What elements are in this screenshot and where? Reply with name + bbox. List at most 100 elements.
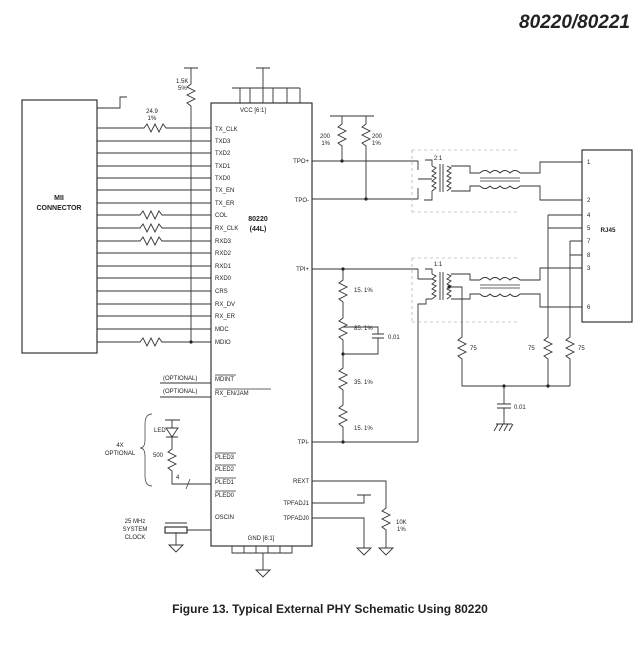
rx-primary-leads <box>417 269 427 442</box>
pin-label: RXD1 <box>215 264 232 270</box>
mii-connector-box <box>21 99 98 354</box>
pin-label: TX_CLK <box>215 127 238 133</box>
pin-label: PLED1 <box>215 480 235 486</box>
pin-label: PLED0 <box>215 493 235 499</box>
rx-xfmr-ratio: 1:1 <box>434 262 443 268</box>
bus-slash <box>185 478 191 490</box>
rj45-pin: 1 <box>587 160 591 166</box>
phy-chip-box <box>210 102 313 547</box>
vcc-bus <box>232 87 301 103</box>
optional-lines <box>160 382 211 398</box>
tx-to-rj45-wires <box>520 161 582 201</box>
col-resistor-line <box>97 209 211 221</box>
txclk-resistor-line <box>97 122 211 134</box>
tx-secondary-wire <box>451 165 480 192</box>
rext-resistor <box>312 480 392 548</box>
rj45-pin: 5 <box>587 226 591 232</box>
gnd-symbol-chip <box>254 569 272 578</box>
chip-name: 80220 <box>248 216 268 223</box>
tpo-lines <box>312 160 418 200</box>
pin-label: PLED2 <box>215 467 235 473</box>
r-tpi-4: 15. 1% <box>354 426 373 432</box>
tpo-termination-resistors <box>330 115 374 199</box>
rj45-pin: 4 <box>587 213 591 219</box>
led-supply <box>165 419 180 428</box>
rx-common-mode-choke <box>479 277 521 297</box>
clock-wiring <box>165 519 212 545</box>
tx-transformer <box>431 164 452 192</box>
pin-label: MDIO <box>215 340 231 346</box>
pin-label: TX_EN <box>215 188 234 194</box>
tpfadj0-ground-symbol <box>355 547 373 556</box>
rj45-pin: 7 <box>587 239 591 245</box>
pin-label: MDINT <box>215 377 234 383</box>
rxd3-resistor-line <box>97 235 211 247</box>
rx-secondary-wire <box>451 273 480 300</box>
pin-label: OSCIN <box>215 515 234 521</box>
chassis-ground-symbol <box>493 423 514 432</box>
led-label: LED <box>154 428 166 434</box>
clock-crystal <box>164 526 188 534</box>
pin-label: TPI- <box>298 440 309 446</box>
tpi-lines <box>312 268 418 443</box>
optional-label-1: (OPTIONAL) <box>163 376 197 382</box>
led-note-1: 4X <box>116 443 123 449</box>
junction-dot <box>341 440 345 444</box>
pin-label: MDC <box>215 327 229 333</box>
led-brace <box>139 413 153 487</box>
figure-caption: Figure 13. Typical External PHY Schemati… <box>172 602 488 616</box>
r-rext-tol: 1% <box>397 527 406 533</box>
pin-label: TPI+ <box>296 267 309 273</box>
c-chassis-value: 0.01 <box>514 405 526 411</box>
r75-a-branch <box>449 286 570 387</box>
pin-label: RX_DV <box>215 302 235 308</box>
pin-label: TXD1 <box>215 164 231 170</box>
rj45-pin: 6 <box>587 305 591 311</box>
pin-label: RX_ER <box>215 314 236 320</box>
mdio-pullup-resistor <box>184 67 198 342</box>
r-tpi-2: 85. 1% <box>354 326 373 332</box>
r-tpo-a-value: 200 <box>320 134 331 140</box>
rx-choke-core <box>480 284 520 289</box>
tx-xfmr-primary-wire <box>418 159 433 201</box>
rx-isolation-outline <box>411 257 520 323</box>
tx-choke-core <box>480 177 520 182</box>
led-note-2: OPTIONAL <box>105 451 136 457</box>
clock-line-1: 25 MHz <box>125 519 146 525</box>
chip-gnd-label: GND [6:1] <box>248 536 275 542</box>
pin-label: CRS <box>215 289 228 295</box>
pin-label: PLED3 <box>215 455 235 461</box>
led-res-value: 500 <box>153 453 164 459</box>
r-tpi-1: 15. 1% <box>354 288 373 294</box>
clock-ground-symbol <box>167 544 185 553</box>
rx-transformer <box>431 272 452 300</box>
pin-label: REXT <box>293 479 309 485</box>
rx-xfmr-primary-wire <box>418 268 433 300</box>
c-tpi-value: 0.01 <box>388 335 400 341</box>
mii-label: MII <box>54 195 64 202</box>
mii-signal-lines <box>97 140 211 330</box>
pin-label: TX_ER <box>215 201 235 207</box>
pin-label: TPFADJ1 <box>283 501 309 507</box>
rj45-pin: 3 <box>587 266 591 272</box>
rxclk-resistor-line <box>97 222 211 234</box>
r-rext-value: 10K <box>396 520 407 526</box>
r75-c-label: 75 <box>578 346 585 352</box>
pin-label: TXD0 <box>215 176 231 182</box>
junction-dot <box>340 159 344 163</box>
pin-label: RXD0 <box>215 276 232 282</box>
rx-to-rj45-wires <box>520 267 582 308</box>
connector-label: CONNECTOR <box>37 205 82 212</box>
left-pin-labels: TX_CLK TXD3 TXD2 TXD1 TXD0 TX_EN TX_ER C… <box>215 127 249 521</box>
vcc-supply-symbol <box>256 67 270 88</box>
rj45-pin: 2 <box>587 198 591 204</box>
chip-package: (44L) <box>250 226 267 233</box>
rj45-box <box>581 149 633 323</box>
r-txclk-value: 24.9 <box>146 109 158 115</box>
chip-vcc-label: VCC [6:1] <box>240 108 266 114</box>
r-txclk-tol: 1% <box>148 116 157 122</box>
pin-label: TPO+ <box>293 159 309 165</box>
pin-label: TXD2 <box>215 151 231 157</box>
r75-b-branch <box>542 214 582 386</box>
